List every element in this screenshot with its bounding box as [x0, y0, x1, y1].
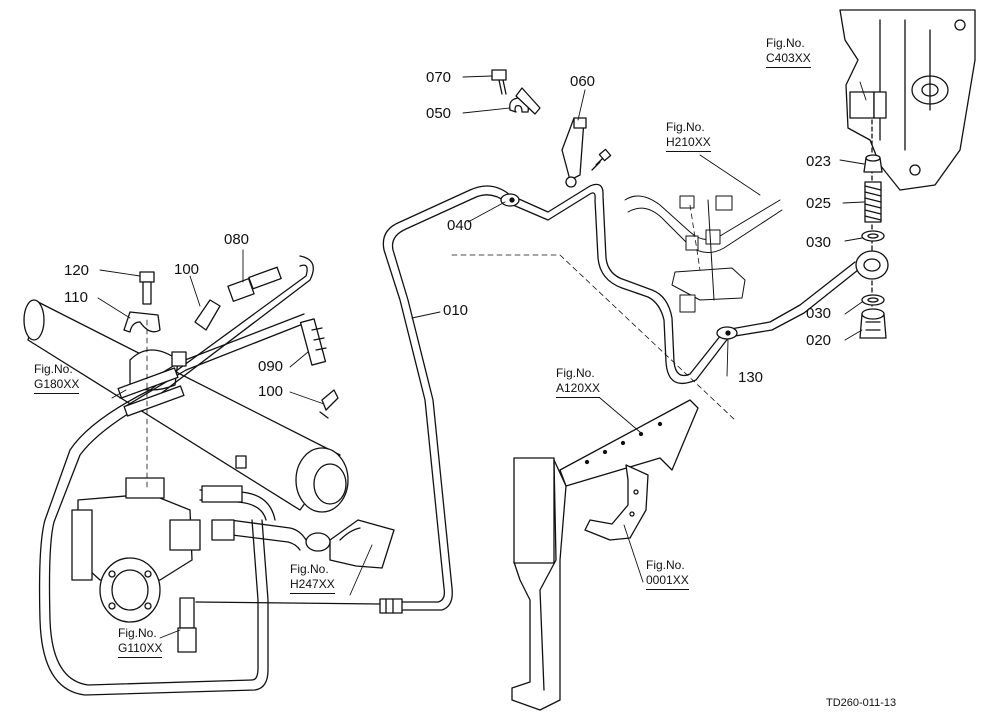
figref-h210: Fig.No. H210XX [666, 120, 711, 152]
hoses-h247 [199, 485, 395, 569]
line-pump-to-010 [195, 601, 381, 605]
label-030-lower: 030 [806, 305, 832, 322]
bolt-near-060 [591, 148, 612, 171]
cylinder-g180 [23, 299, 349, 513]
figref-h247-code: H247XX [290, 577, 335, 594]
frame-a120 [511, 399, 699, 711]
spring-025 [864, 181, 882, 223]
label-090: 090 [258, 358, 284, 375]
subassembly-h210 [624, 195, 783, 313]
label-100-lower: 100 [258, 383, 284, 400]
elbow-100-upper [194, 299, 221, 331]
label-030-upper: 030 [806, 234, 832, 251]
label-070: 070 [426, 69, 452, 86]
label-050: 050 [426, 105, 452, 122]
figref-a120: Fig.No. A120XX [556, 366, 601, 398]
plate-near-050 [515, 87, 541, 115]
plug-023 [863, 154, 883, 173]
clamp-110 [123, 311, 161, 333]
clamp-130 [716, 326, 738, 340]
leader-dashes [451, 204, 736, 421]
pump-g110 [71, 477, 201, 653]
small-block [235, 455, 247, 469]
fitting-080 [227, 266, 282, 302]
label-023: 023 [806, 153, 832, 170]
clamp-040 [500, 193, 520, 207]
figref-h210-prefix: Fig.No. [666, 120, 705, 134]
figref-h247: Fig.No. H247XX [290, 562, 335, 594]
drawing-code: TD260-011-13 [826, 697, 897, 709]
banjo-fitting [855, 250, 889, 280]
figref-0001-code: 0001XX [646, 573, 689, 590]
figref-c403: Fig.No. C403XX [766, 36, 811, 68]
elbow-100-lower [319, 389, 339, 419]
figref-g180: Fig.No. G180XX [34, 362, 80, 394]
fittings-g180-area [117, 351, 187, 417]
label-100-upper: 100 [174, 261, 200, 278]
label-120: 120 [64, 262, 90, 279]
valve-body-c403 [839, 9, 976, 191]
bracket-060 [561, 117, 587, 188]
figref-h210-code: H210XX [666, 135, 711, 152]
bolt-020 [859, 308, 887, 339]
washer-030-lower [861, 294, 885, 306]
bolt-070 [491, 69, 507, 95]
figref-a120-code: A120XX [556, 381, 601, 398]
pipe-010-end-fitting [379, 598, 403, 614]
pipe-left-loop [38, 255, 314, 696]
label-020: 020 [806, 332, 832, 349]
label-130: 130 [738, 369, 764, 386]
figref-0001: Fig.No. 0001XX [646, 558, 689, 590]
bracket-0001 [584, 464, 649, 541]
label-025: 025 [806, 195, 832, 212]
figref-g110-prefix: Fig.No. [118, 626, 157, 640]
pipe-010 [382, 183, 859, 611]
figref-a120-prefix: Fig.No. [556, 366, 595, 380]
figref-c403-prefix: Fig.No. [766, 36, 805, 50]
label-010: 010 [443, 302, 469, 319]
figref-0001-prefix: Fig.No. [646, 558, 685, 572]
label-060: 060 [570, 73, 596, 90]
washer-030-upper [861, 230, 885, 242]
label-080: 080 [224, 231, 250, 248]
figref-h247-prefix: Fig.No. [290, 562, 329, 576]
figref-g180-code: G180XX [34, 377, 80, 394]
label-110: 110 [64, 289, 88, 306]
label-040: 040 [447, 217, 473, 234]
bolt-120 [139, 271, 155, 305]
figref-g180-prefix: Fig.No. [34, 362, 73, 376]
figref-g110-code: G110XX [118, 641, 163, 658]
leader-lines [97, 75, 867, 639]
fitting-090 [299, 318, 327, 366]
figref-c403-code: C403XX [766, 51, 811, 68]
figref-g110: Fig.No. G110XX [118, 626, 163, 658]
